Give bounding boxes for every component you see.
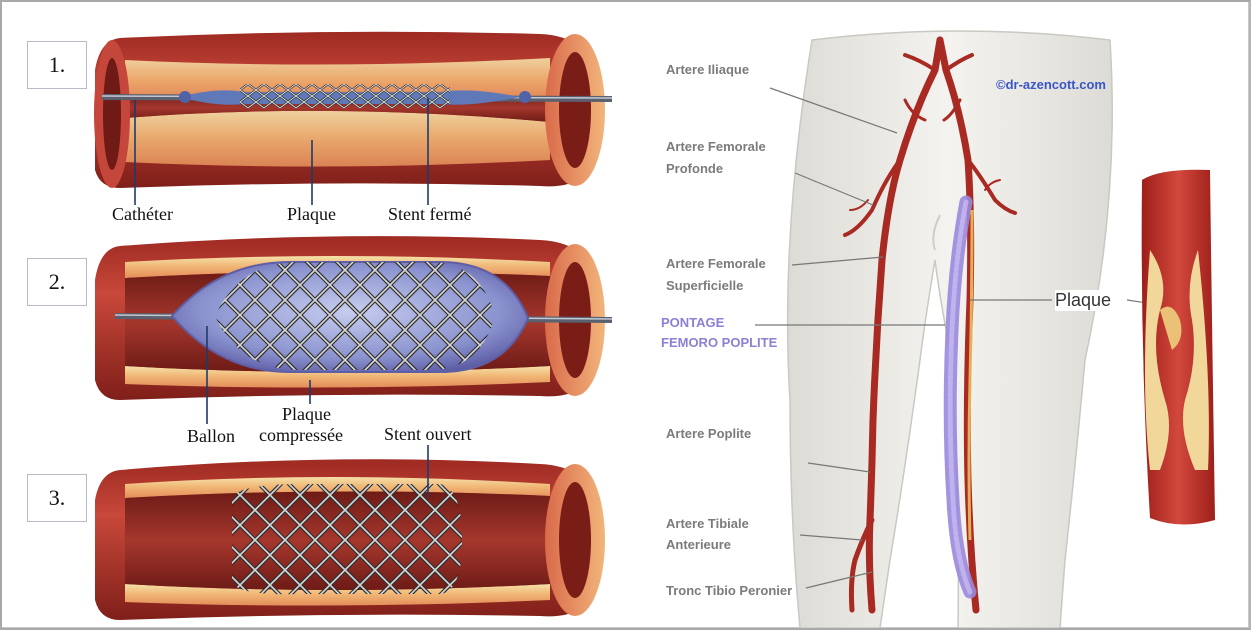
plaque-label-step-1: Plaque bbox=[287, 204, 336, 225]
step-3-number: 3. bbox=[49, 485, 66, 511]
step-2-number: 2. bbox=[49, 269, 66, 295]
artery-section-illustration bbox=[1142, 170, 1215, 525]
deep-femoral-label-line1: Artere Femorale bbox=[666, 136, 766, 158]
closed-stent-label: Stent fermé bbox=[388, 204, 471, 225]
plaque-anatomy-label: Plaque bbox=[1055, 290, 1111, 311]
vessel-step-3 bbox=[95, 459, 605, 620]
deep-femoral-label-line2: Profonde bbox=[666, 158, 723, 180]
tibio-peroneal-label: Tronc Tibio Peronier bbox=[666, 580, 792, 602]
popliteal-artery-label: Artere Poplite bbox=[666, 423, 751, 445]
compressed-plaque-label-line2: compressée bbox=[259, 425, 343, 446]
iliac-artery-label: Artere Iliaque bbox=[666, 59, 749, 81]
copyright-text: ©dr-azencott.com bbox=[996, 77, 1106, 92]
tibial-artery-label-line2: Anterieure bbox=[666, 534, 731, 556]
step-1-number: 1. bbox=[49, 52, 66, 78]
open-stent-label: Stent ouvert bbox=[384, 424, 472, 445]
step-1-box: 1. bbox=[27, 41, 87, 89]
vessel-step-1 bbox=[94, 32, 612, 188]
balloon-label: Ballon bbox=[187, 426, 235, 447]
bypass-label-line1: PONTAGE bbox=[661, 312, 724, 334]
superficial-femoral-label-line2: Superficielle bbox=[666, 275, 743, 297]
tibial-artery-label-line1: Artere Tibiale bbox=[666, 513, 749, 535]
compressed-plaque-label-line1: Plaque bbox=[282, 404, 331, 425]
superficial-femoral-label-line1: Artere Femorale bbox=[666, 253, 766, 275]
vessel-step-2 bbox=[95, 236, 612, 400]
step-3-box: 3. bbox=[27, 474, 87, 522]
bypass-label-line2: FEMORO POPLITE bbox=[661, 332, 777, 354]
catheter-label: Cathéter bbox=[112, 204, 173, 225]
step-2-box: 2. bbox=[27, 258, 87, 306]
